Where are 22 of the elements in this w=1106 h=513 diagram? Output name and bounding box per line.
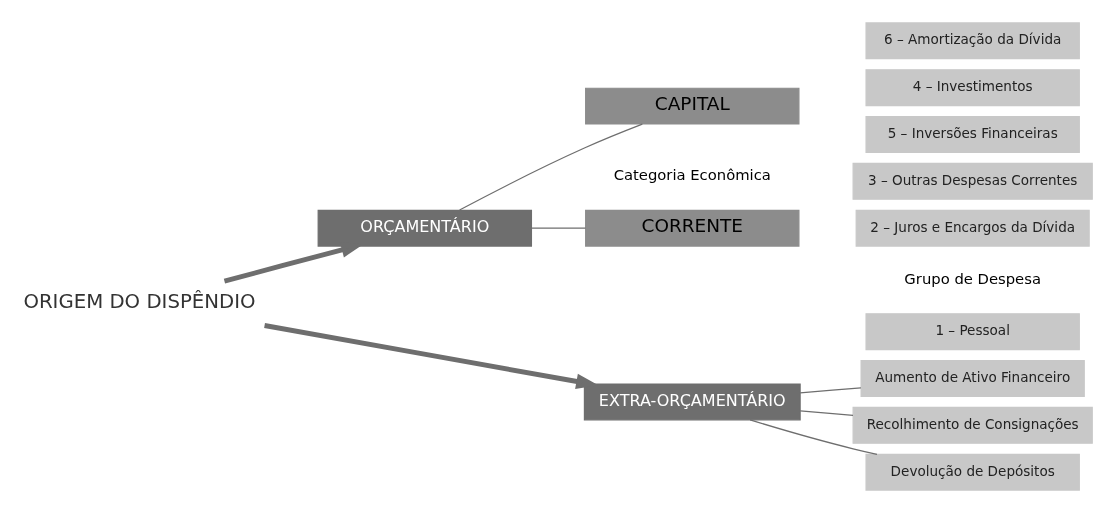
- node-box: Devolução de Depósitos: [865, 453, 1080, 491]
- node-text: ORIGEM DO DISPÊNDIO: [23, 290, 256, 314]
- node-box: 6 – Amortização da Dívida: [865, 22, 1080, 60]
- connector: [530, 227, 587, 229]
- connector: [458, 123, 643, 211]
- node-box: Recolhimento de Consignações: [852, 406, 1093, 444]
- node-box: Aumento de Ativo Financeiro: [860, 360, 1085, 397]
- connector: [749, 419, 878, 455]
- node-box: 5 – Inversões Financeiras: [865, 116, 1080, 153]
- connector: [799, 387, 862, 394]
- label: Categoria Econômica: [613, 166, 771, 184]
- node-box: CAPITAL: [585, 87, 800, 125]
- node-box: ORÇAMENTÁRIO: [317, 209, 533, 247]
- node-box: 4 – Investimentos: [865, 69, 1080, 107]
- node-box: 3 – Outras Despesas Correntes: [852, 162, 1093, 200]
- node-box: CORRENTE: [585, 209, 800, 247]
- node-box: 1 – Pessoal: [865, 313, 1080, 351]
- node-box: EXTRA-ORÇAMENTÁRIO: [583, 383, 801, 421]
- node-box: 2 – Juros e Encargos da Dívida: [855, 209, 1090, 247]
- label: Grupo de Despesa: [904, 269, 1041, 287]
- connector: [799, 410, 854, 416]
- arrow: [264, 323, 599, 390]
